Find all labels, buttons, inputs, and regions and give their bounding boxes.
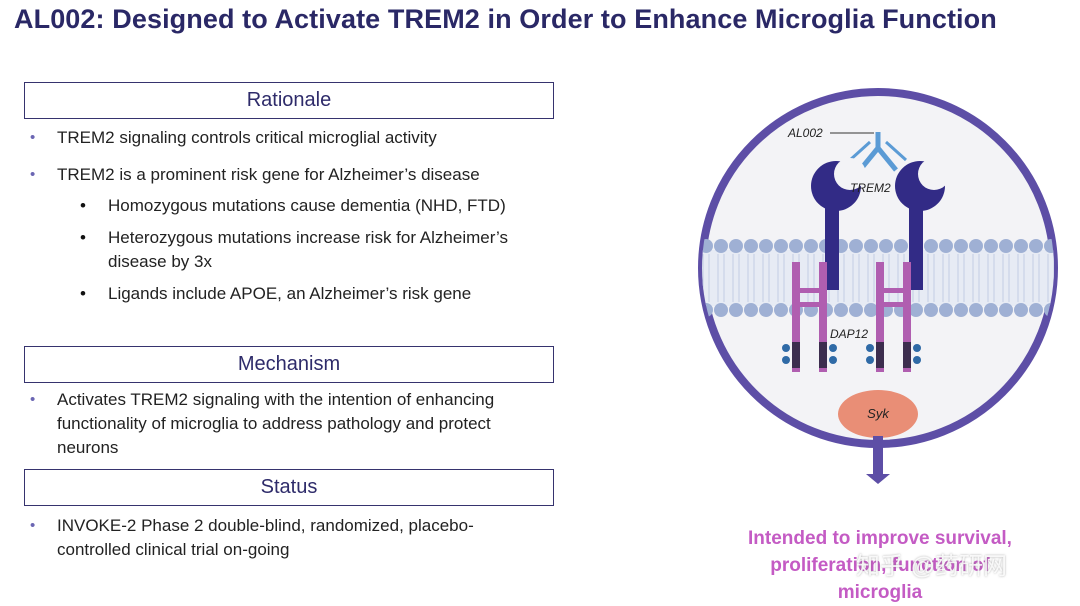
membrane-bead [864,239,878,253]
list-item: Activates TREM2 signaling with the inten… [30,388,560,460]
membrane-bead [759,303,773,317]
status-bullet-list: INVOKE-2 Phase 2 double-blind, randomize… [30,514,560,562]
membrane-bead [984,303,998,317]
phosphate-icon-group [782,344,921,364]
dap12-right [876,262,911,372]
receptor-label: TREM2 [850,181,891,195]
membrane-bead [939,303,953,317]
adaptor-label: DAP12 [830,327,868,341]
membrane-bead [909,303,923,317]
membrane-bead [1014,239,1028,253]
status-heading-box: Status [24,469,554,506]
page-title: AL002: Designed to Activate TREM2 in Ord… [14,4,997,34]
membrane-bead [849,239,863,253]
down-arrow-icon [866,474,890,484]
membrane-bead [969,239,983,253]
membrane-bead [774,303,788,317]
membrane-bead [714,303,728,317]
antibody-icon [848,132,908,172]
list-item: INVOKE-2 Phase 2 double-blind, randomize… [30,514,560,562]
list-item: Ligands include APOE, an Alzheimer’s ris… [80,282,560,306]
membrane-bead [864,303,878,317]
membrane-bead [969,303,983,317]
membrane-bead [804,239,818,253]
status-heading: Status [260,476,318,498]
mechanism-heading: Mechanism [237,353,341,375]
membrane-bead [1029,303,1043,317]
rationale-heading-box: Rationale [24,82,554,119]
membrane-bead [894,239,908,253]
membrane-bead [999,303,1013,317]
trem2-signaling-diagram: AL002 TREM2 DAP12 Syk [698,88,1058,484]
watermark: 知乎 @药研网 [856,553,1008,580]
membrane-bead [744,239,758,253]
membrane-bead [849,303,863,317]
rationale-sub-bullet-list: Homozygous mutations cause dementia (NHD… [80,194,560,306]
membrane-bead [729,239,743,253]
antibody-label: AL002 [787,126,823,140]
diagram-caption: Intended to improve survival, proliferat… [748,528,1012,603]
dap12-left [792,262,827,372]
membrane-bead [984,239,998,253]
rationale-heading: Rationale [246,89,332,111]
membrane-bead [879,239,893,253]
signal-arrow-shaft [873,436,883,476]
membrane-bead [939,239,953,253]
trem2-receptor-left [811,158,866,290]
membrane-bead [759,239,773,253]
membrane-bead [744,303,758,317]
membrane-bead [834,303,848,317]
membrane-bead [954,239,968,253]
membrane-bead [729,303,743,317]
membrane-bead [924,303,938,317]
membrane-bead [1014,303,1028,317]
membrane-bead [714,239,728,253]
membrane-bead [1044,239,1054,253]
list-item: Homozygous mutations cause dementia (NHD… [80,194,560,218]
trem2-receptor-right [895,158,950,290]
rationale-bullet-list: TREM2 signaling controls critical microg… [30,126,560,187]
list-item: TREM2 signaling controls critical microg… [30,126,560,150]
syk-kinase [838,390,918,438]
membrane-bead [789,239,803,253]
membrane-bead [774,239,788,253]
membrane-bead [924,239,938,253]
list-item: TREM2 is a prominent risk gene for Alzhe… [30,163,560,187]
kinase-label: Syk [867,406,890,421]
membrane-bead [954,303,968,317]
mechanism-bullet-list: Activates TREM2 signaling with the inten… [30,388,560,460]
membrane-bead [1029,239,1043,253]
mechanism-heading-box: Mechanism [24,346,554,383]
membrane-bead [999,239,1013,253]
list-item: Heterozygous mutations increase risk for… [80,226,560,274]
